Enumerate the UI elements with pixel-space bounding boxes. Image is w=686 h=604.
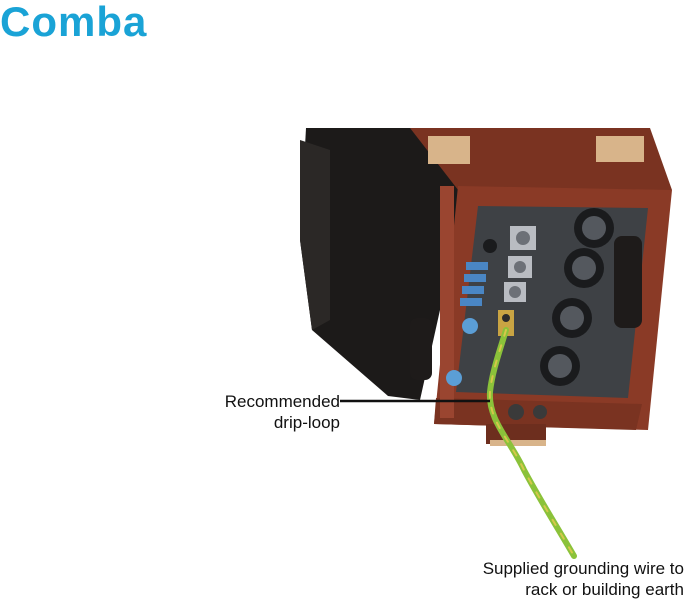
- panel-knob: [483, 239, 497, 253]
- grounding-wire-label: Supplied grounding wire to rack or build…: [420, 558, 684, 600]
- cable-gland: [508, 404, 524, 420]
- grounding-label-line1: Supplied grounding wire to: [420, 558, 684, 579]
- cable-gland: [533, 405, 547, 419]
- drip-loop-label-line2: drip-loop: [160, 412, 340, 433]
- bottom-bracket-plate: [490, 440, 546, 446]
- housing-left-shade: [300, 140, 330, 330]
- wood-block-right: [596, 136, 644, 162]
- wood-block-left: [428, 136, 470, 164]
- drip-loop-label-line1: Recommended: [160, 391, 340, 412]
- ground-bolt: [502, 314, 510, 322]
- drip-loop-label: Recommended drip-loop: [160, 391, 340, 433]
- handle-right: [614, 236, 642, 328]
- grounding-label-line2: rack or building earth: [420, 579, 684, 600]
- handle-left: [410, 318, 432, 380]
